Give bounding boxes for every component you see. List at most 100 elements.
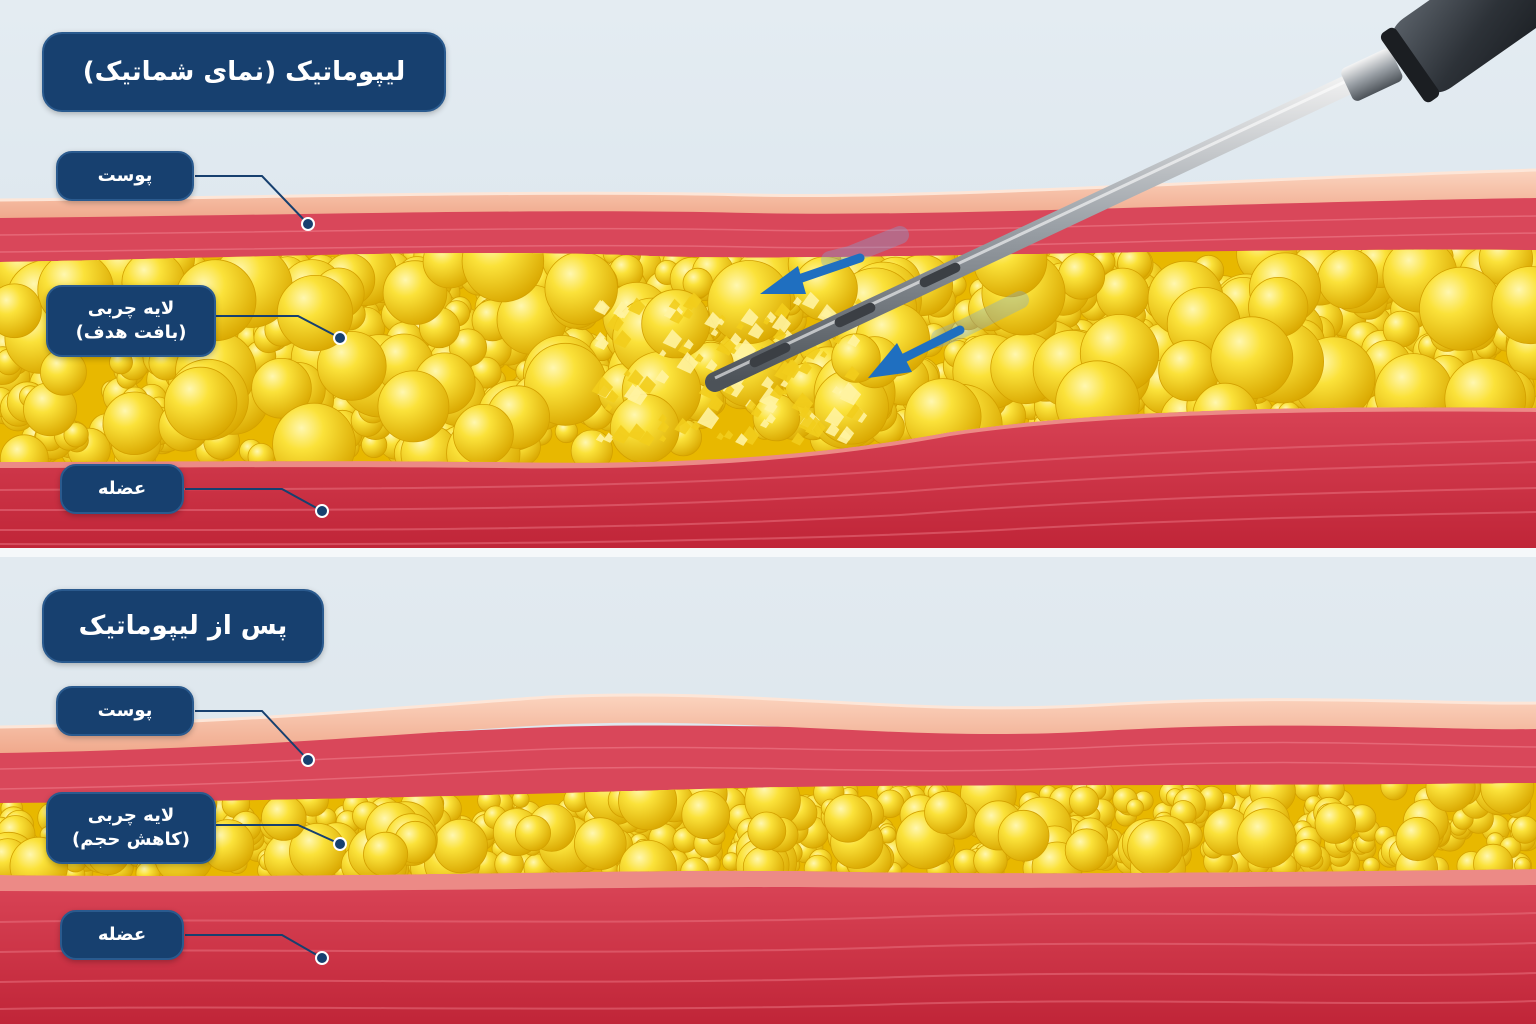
fascia-layer [0, 395, 1536, 469]
fat-cell [0, 283, 42, 339]
fat-fragment [800, 340, 821, 360]
panel-title-before: لیپوماتیک (نمای شماتیک) [42, 32, 446, 112]
fat-fragment [697, 407, 720, 430]
before-panel: لیپوماتیک (نمای شماتیک) پوست لایه چربی (… [0, 0, 1536, 548]
fat-fragment [682, 296, 697, 311]
tissue-cross-section-before [0, 0, 1536, 548]
fat-fragment [791, 392, 814, 415]
label-muscle: عضله [60, 464, 184, 514]
fat-fragment [805, 416, 826, 438]
label-skin-text: پوست [97, 699, 153, 721]
fat-fragment [604, 403, 613, 412]
fat-cell [1069, 786, 1100, 817]
motion-arrow-lower [868, 291, 1029, 378]
fat-fragment [606, 313, 624, 332]
label-skin-text: پوست [97, 164, 153, 186]
fat-fragment [627, 297, 646, 316]
fat-cells [0, 783, 1536, 876]
fat-fragment [639, 430, 655, 447]
fat-cell [272, 402, 357, 463]
fat-fragment [765, 413, 776, 424]
fat-cell [924, 790, 968, 835]
fat-cell [0, 434, 49, 463]
fat-cell [433, 818, 488, 874]
label-muscle-text: عضله [97, 923, 147, 945]
fat-fragment [716, 335, 737, 356]
dermis-texture [0, 215, 1536, 253]
fat-fragment [750, 406, 762, 418]
fat-fragment [716, 432, 724, 441]
fat-fragment [792, 296, 802, 306]
fat-fragment [662, 329, 683, 349]
fat-fragment [595, 433, 605, 443]
fat-cell [251, 357, 312, 419]
fat-cell [997, 809, 1050, 862]
fat-fragment [833, 335, 842, 344]
skin-layer [0, 170, 1536, 218]
fat-cell [1236, 808, 1297, 869]
fat-fragment [593, 299, 607, 314]
fat-fragment [846, 403, 864, 422]
fat-fragment [655, 369, 670, 384]
muscle-layer [0, 881, 1536, 1024]
after-panel: پس از لیپوماتیک پوست لایه چربی (کاهش حجم… [0, 557, 1536, 1024]
label-muscle: عضله [60, 910, 184, 960]
fat-fragment [824, 407, 845, 427]
leader-dots [301, 217, 347, 518]
fat-cell [1127, 819, 1184, 876]
fat-fragment [668, 298, 681, 311]
tissue-cross-section-after [0, 693, 1536, 1024]
fat-fragment [659, 434, 667, 443]
fat-fragment [657, 420, 670, 433]
fat-fragment [745, 400, 757, 411]
fat-fragment [735, 433, 748, 446]
fat-cell [377, 370, 450, 443]
panel-title-text: پس از لیپوماتیک [78, 611, 288, 641]
disrupted-fat-fragments [591, 291, 868, 447]
fat-fragment [820, 350, 828, 358]
leader-dots [301, 753, 347, 965]
fat-fragment [705, 359, 718, 372]
leader-lines [185, 175, 341, 512]
label-fat-line1: لایه چربی [87, 804, 175, 826]
fat-cell [163, 366, 238, 441]
fat-cell [747, 811, 787, 851]
fat-cell [1491, 266, 1536, 345]
fat-fragment [771, 313, 792, 334]
fat-fragment [825, 422, 840, 437]
fat-fragment [781, 388, 788, 395]
fat-fragment [611, 424, 631, 444]
fat-cell [1314, 802, 1356, 844]
fat-cell [1380, 783, 1408, 801]
label-fat-line2: (کاهش حجم) [72, 829, 190, 850]
fat-fragment [723, 430, 734, 440]
fat-fragment [773, 328, 787, 342]
label-muscle-text: عضله [97, 477, 147, 499]
panel-divider [0, 548, 1536, 557]
fat-fragment [623, 383, 642, 402]
fat-fragment [798, 414, 817, 433]
fat-fragment [676, 351, 699, 374]
fat-cell [681, 790, 730, 840]
fat-fragment [659, 349, 667, 357]
label-skin: پوست [56, 151, 194, 201]
fat-cell [1425, 783, 1476, 812]
fat-fragment [801, 291, 820, 310]
leader-lines [185, 710, 341, 959]
fat-cell [102, 391, 166, 455]
motion-arrow-upper [760, 226, 909, 294]
fat-fragment [613, 301, 631, 319]
fat-cell [289, 822, 346, 876]
fat-fragment [603, 432, 614, 443]
fat-cell [573, 817, 627, 870]
label-fat-line2: (بافت هدف) [75, 322, 187, 343]
panel-title-text: لیپوماتیک (نمای شماتیک) [82, 57, 406, 87]
fat-cell [515, 815, 552, 852]
cannula-icon [705, 48, 1403, 392]
fat-fragment [627, 369, 644, 386]
fat-fragment [595, 331, 606, 342]
fat-cell [544, 251, 618, 325]
fat-fragment [710, 328, 719, 337]
fat-fragment [839, 383, 862, 406]
fat-cell [276, 274, 354, 352]
